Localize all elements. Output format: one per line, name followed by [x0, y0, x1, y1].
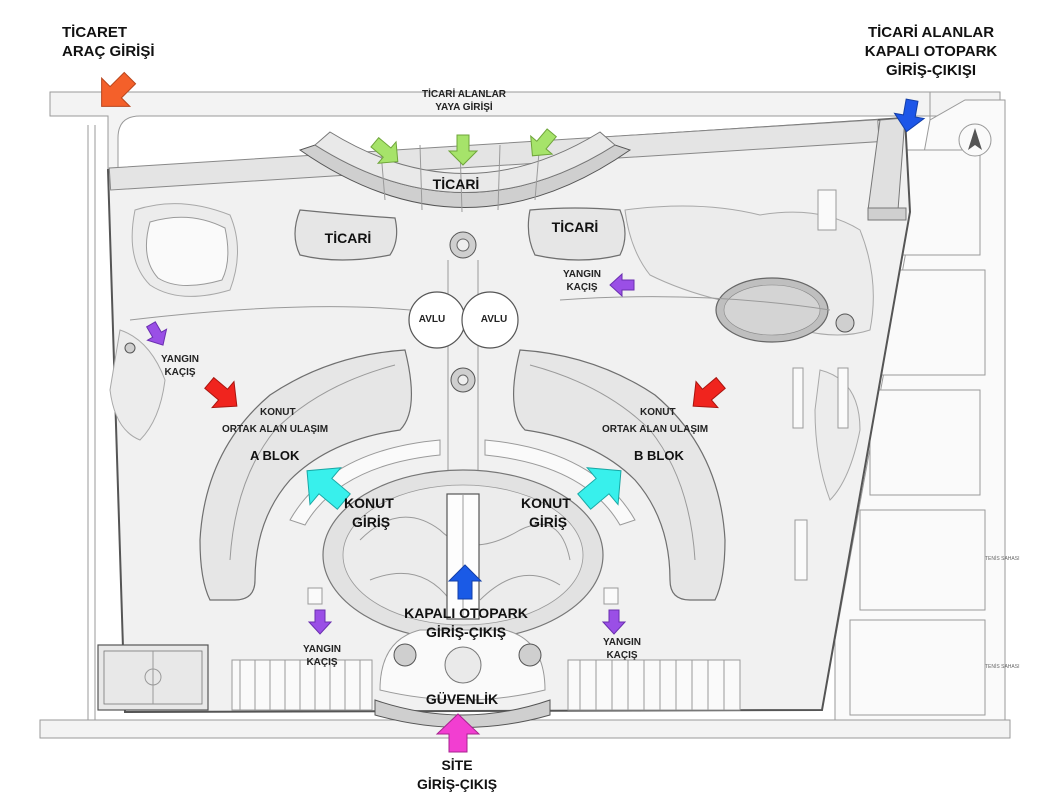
yangin-nw-label-line1: YANGIN [161, 354, 199, 365]
konut-giris-right-label-line1: KONUT [521, 495, 571, 511]
north-arrow-icon [958, 123, 992, 157]
tennis-label-2: TENİS SAHASI [985, 663, 1019, 670]
konut-ortak-right-label-line1: KONUT [640, 407, 676, 418]
konut-ortak-left-arrow-icon [204, 376, 238, 409]
konut-giris-right-arrow-icon [577, 467, 622, 510]
kapali-otopark-label-line1: KAPALI OTOPARK [404, 605, 528, 621]
konut-ortak-right-label-line2: ORTAK ALAN ULAŞIM [602, 424, 708, 435]
site-label-line2: GİRİŞ-ÇIKIŞ [417, 776, 497, 792]
yangin-se-arrow-icon [601, 609, 627, 635]
ticari-otopark-label-line3: GİRİŞ-ÇIKIŞI [886, 62, 976, 79]
yangin-sw-arrow-icon [307, 609, 333, 635]
yangin-ne-label-line2: KAÇIŞ [566, 282, 597, 293]
yangin-ne-arrow-icon [609, 272, 635, 298]
arrows [101, 71, 926, 753]
yaya-arrow-right-icon [530, 128, 558, 157]
konut-ortak-left-label-line1: KONUT [260, 407, 296, 418]
guvenlik-label: GÜVENLİK [426, 691, 498, 707]
konut-giris-left-arrow-icon [306, 467, 351, 510]
ticari-right-label: TİCARİ [552, 219, 599, 235]
ticari-otopark-label-line2: KAPALI OTOPARK [865, 43, 998, 60]
konut-giris-right-label-line2: GİRİŞ [529, 514, 567, 530]
tennis-label-1: TENİS SAHASI [985, 555, 1019, 562]
ticari-yaya-label-line2: YAYA GİRİŞİ [435, 100, 493, 113]
labels: TİCARET ARAÇ GİRİŞİ TİCARİ ALANLAR KAPAL… [62, 24, 997, 792]
ticari-yaya-label-line1: TİCARİ ALANLAR [422, 87, 507, 100]
site-label-line1: SİTE [441, 757, 472, 773]
yangin-nw-arrow-icon [145, 321, 168, 346]
landscape [109, 189, 874, 581]
avlu [408, 291, 519, 393]
right-strip [867, 117, 907, 221]
yangin-nw-label-line2: KAÇIŞ [164, 367, 195, 378]
yangin-sw-label-line1: YANGIN [303, 644, 341, 655]
yaya-arrow-center-icon [447, 134, 479, 166]
ticaret-arac-label-line1: TİCARET [62, 24, 127, 41]
ticari-otopark-label-line1: TİCARİ ALANLAR [868, 24, 994, 41]
ticaret-arac-arrow-icon [101, 71, 137, 107]
konut-ortak-right-arrow-icon [692, 376, 726, 409]
yangin-sw-label-line2: KAÇIŞ [306, 657, 337, 668]
ticaret-arac-label-line2: ARAÇ GİRİŞİ [62, 43, 155, 60]
ticari-main-label: TİCARİ [433, 176, 480, 192]
central-plaza [322, 469, 604, 641]
avlu-right-label: AVLU [481, 314, 507, 325]
ticari-left-label: TİCARİ [325, 230, 372, 246]
commercial-crescent [294, 131, 632, 470]
yangin-se-label-line1: YANGIN [603, 637, 641, 648]
kapali-otopark-arrow-icon [447, 564, 483, 600]
konut-ortak-left-label-line2: ORTAK ALAN ULAŞIM [222, 424, 328, 435]
yangin-se-label-line2: KAÇIŞ [606, 650, 637, 661]
b-blok-label: B BLOK [634, 448, 684, 463]
kapali-otopark-label-line2: GİRİŞ-ÇIKIŞ [426, 624, 506, 640]
bottom-area [97, 587, 741, 728]
site-giris-arrow-icon [435, 713, 481, 753]
konut-giris-left-label-line2: GİRİŞ [352, 514, 390, 530]
a-blok-label: A BLOK [250, 448, 300, 463]
ticari-otopark-arrow-icon [893, 98, 926, 133]
yaya-arrow-left-icon [370, 136, 399, 164]
residential-blocks [199, 349, 726, 601]
konut-giris-left-label-line1: KONUT [344, 495, 394, 511]
yangin-ne-label-line1: YANGIN [563, 269, 601, 280]
roads [39, 91, 1011, 739]
avlu-left-label: AVLU [419, 314, 445, 325]
